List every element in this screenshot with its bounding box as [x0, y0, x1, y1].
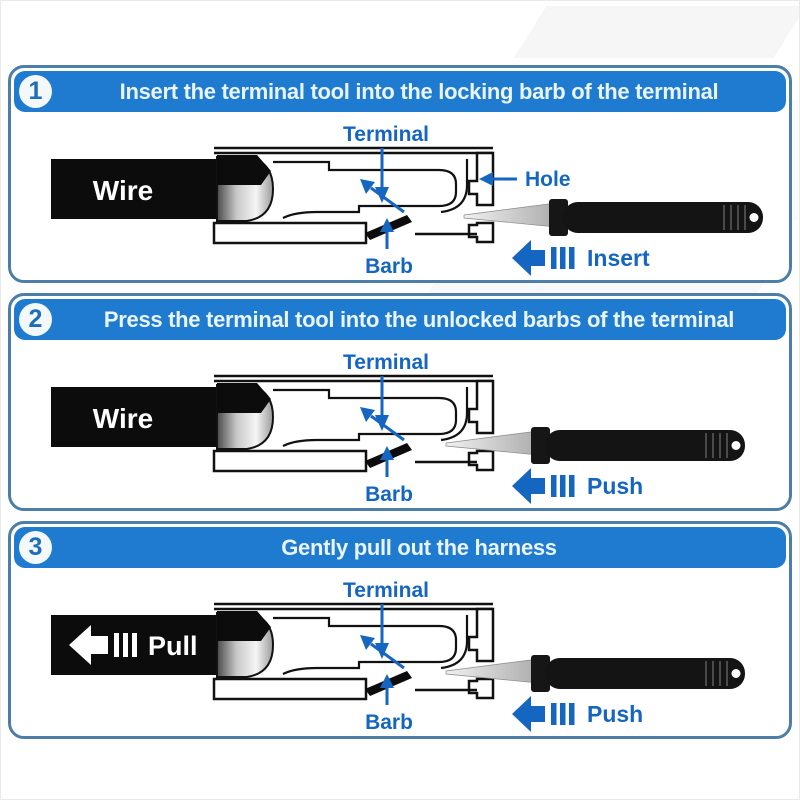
connector-housing	[212, 374, 495, 473]
housing-right-wall-lower	[467, 449, 495, 472]
tool-handle	[545, 658, 745, 689]
tool-collar	[531, 427, 550, 464]
terminal-diagonal-arrow	[370, 186, 405, 214]
action-arrow-icon	[512, 240, 545, 276]
step-title: Press the terminal tool into the unlocke…	[103, 306, 735, 332]
wire-label: Wire	[93, 175, 153, 206]
step-number-badge: 1	[19, 75, 52, 108]
tool-collar	[531, 655, 550, 692]
handle-grip-grooves	[723, 205, 746, 230]
terminal-label: Terminal	[343, 579, 429, 602]
housing-lower-wall	[212, 449, 368, 473]
step-panel-3: 3 Gently pull out the harness	[8, 521, 792, 739]
housing-lower-wall	[212, 221, 368, 245]
hole-callout: Hole	[479, 168, 571, 191]
action-label: Push	[587, 473, 643, 499]
step-title: Insert the terminal tool into the lockin…	[119, 78, 719, 104]
housing-right-wall-upper	[467, 607, 495, 663]
barb-callout: Barb	[365, 674, 413, 734]
action-arrow-icon	[512, 696, 545, 732]
terminal-diagonal-arrow	[370, 414, 405, 442]
wire	[51, 159, 217, 219]
wire-label: Wire	[93, 403, 153, 434]
terminal-tool	[445, 655, 745, 692]
pull-arrow: Pull	[69, 625, 198, 665]
terminal-label: Terminal	[343, 123, 429, 146]
terminal-cavity-outline	[440, 615, 469, 670]
terminal-label: Terminal	[343, 351, 429, 374]
terminal-outline	[273, 160, 458, 219]
crimp-wing	[217, 383, 271, 413]
housing-right-wall-lower	[467, 677, 495, 700]
handle-grip-grooves	[705, 433, 728, 458]
barb-arrowhead-icon	[380, 218, 394, 232]
terminal-diagonal-arrowhead-icon	[360, 179, 375, 194]
barb-label: Barb	[365, 255, 413, 278]
terminal-callout: Terminal	[343, 579, 429, 670]
step-panel-2: 2 Press the terminal tool into the unloc…	[8, 293, 792, 511]
step-panel-1: 1 Insert the terminal tool into the lock…	[8, 65, 792, 283]
handle-hang-hole	[749, 213, 759, 222]
housing-right-wall-upper	[467, 379, 495, 435]
background-texture	[513, 6, 800, 58]
step-2-header: 2 Press the terminal tool into the unloc…	[14, 299, 786, 340]
barb-arrowhead-icon	[380, 674, 394, 688]
barb-callout: Barb	[365, 446, 413, 506]
tool-handle	[545, 430, 745, 461]
crimp-wing	[217, 155, 271, 185]
tool-handle	[563, 202, 763, 233]
step-3-header: 3 Gently pull out the harness	[14, 527, 786, 568]
terminal-callout: Terminal	[343, 351, 429, 442]
barb-label: Barb	[365, 483, 413, 506]
step-number-badge: 3	[19, 531, 52, 564]
terminal-diagonal-arrowhead-icon	[360, 635, 375, 650]
barb-arrowhead-icon	[380, 446, 394, 460]
barb-label: Barb	[365, 711, 413, 734]
action-arrow-icon	[512, 468, 545, 504]
tool-collar	[549, 199, 568, 236]
housing-right-wall-lower	[467, 221, 495, 244]
handle-hang-hole	[731, 441, 741, 450]
terminal-diagonal-arrow	[370, 642, 405, 670]
housing-lower-wall	[212, 677, 368, 701]
step-title: Gently pull out the harness	[281, 534, 557, 560]
step-number-badge: 2	[19, 303, 52, 336]
terminal-diagram: Pull Terminal	[11, 571, 789, 734]
action-callout: Push	[512, 696, 643, 732]
pull-label: Pull	[148, 631, 198, 661]
action-callout: Insert	[512, 240, 650, 276]
terminal-outline	[273, 616, 458, 675]
terminal-diagonal-arrowhead-icon	[360, 407, 375, 422]
terminal-diagram: Wire Terminal	[11, 115, 789, 278]
terminal-cavity-outline	[440, 159, 469, 214]
terminal-tool	[463, 199, 763, 236]
wire-seal	[216, 155, 275, 222]
hole-label: Hole	[525, 168, 571, 191]
terminal-tool	[445, 427, 745, 464]
action-callout: Push	[512, 468, 643, 504]
crimp-wing	[217, 611, 271, 641]
terminal-callout: Terminal	[343, 123, 429, 214]
wire	[51, 387, 217, 447]
terminal-cavity-outline	[440, 387, 469, 442]
terminal-outline	[273, 388, 458, 447]
wire-seal	[216, 611, 275, 678]
action-label: Insert	[587, 245, 650, 271]
hole-arrowhead-icon	[479, 172, 493, 186]
action-label: Push	[587, 701, 643, 727]
connector-housing	[212, 602, 495, 701]
handle-hang-hole	[731, 669, 741, 678]
connector-housing	[212, 146, 495, 245]
terminal-diagram: Wire Terminal	[11, 343, 789, 506]
step-1-header: 1 Insert the terminal tool into the lock…	[14, 71, 786, 112]
wire-seal	[216, 383, 275, 450]
barb-callout: Barb	[365, 218, 413, 278]
handle-grip-grooves	[705, 661, 728, 686]
